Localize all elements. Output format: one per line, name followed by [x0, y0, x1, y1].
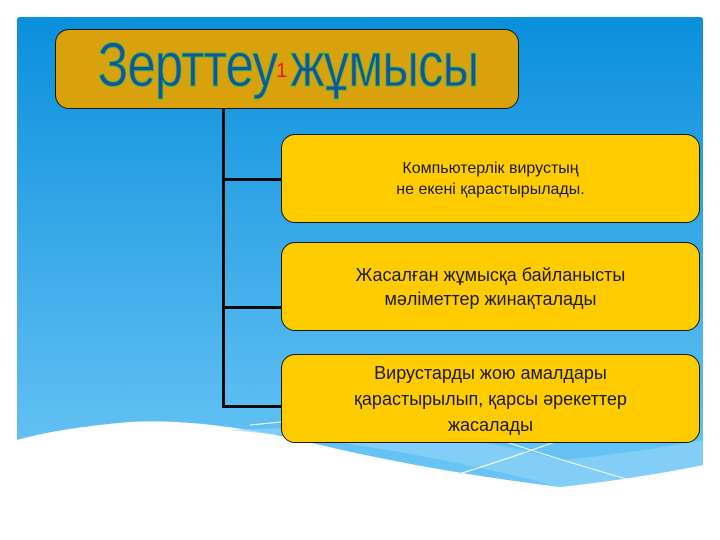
title-box: Зерттеу жұмысы	[55, 29, 519, 109]
wave-line	[439, 439, 561, 481]
node-2-line-2: мәліметтер жинақталады	[384, 288, 597, 309]
node-2: Жасалған жұмысқа байланысты мәліметтер ж…	[281, 242, 700, 331]
wave-line	[499, 439, 641, 484]
node-1-line-1: Компьютерлік вирустың	[402, 159, 579, 177]
connector-vertical	[222, 109, 225, 408]
connector-branch-2	[222, 306, 282, 309]
node-3-line-1: Вирустарды жою амалдары	[374, 362, 607, 383]
node-2-line-1: Жасалған жұмысқа байланысты	[355, 264, 626, 285]
connector-branch-3	[222, 405, 282, 408]
node-1: Компьютерлік вирустың не екені қарастыры…	[281, 134, 700, 223]
slide-title: Зерттеу жұмысы	[97, 31, 479, 101]
node-1-line-2: не екені қарастырылады.	[396, 180, 585, 198]
node-3-line-2: қарастырылып, қарсы әрекеттер	[354, 388, 627, 409]
node-3: Вирустарды жою амалдары қарастырылып, қа…	[281, 354, 700, 443]
connector-branch-1	[222, 178, 282, 181]
node-3-line-3: жасалады	[447, 414, 534, 435]
title-marker: 1	[276, 60, 288, 82]
